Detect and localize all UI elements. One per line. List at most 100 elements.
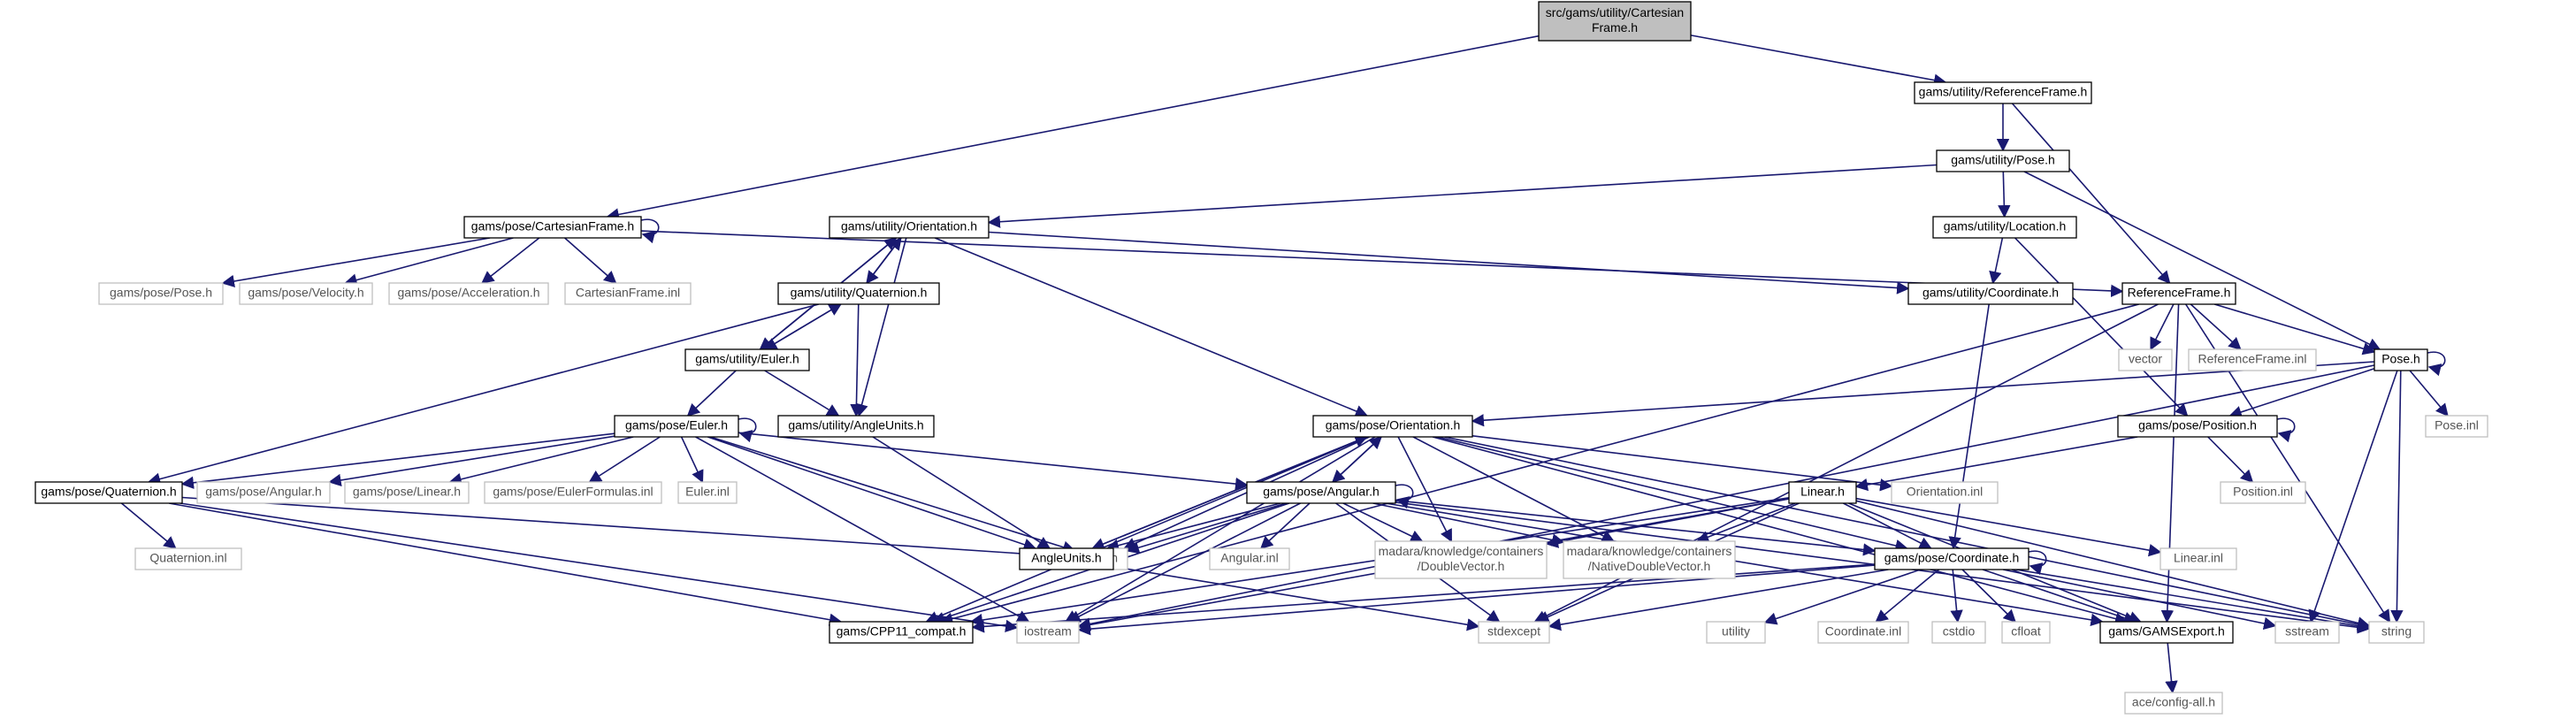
node-label: Orientation.inl xyxy=(1907,485,1983,499)
node-label: gams/utility/Pose.h xyxy=(1951,153,2055,167)
edge-pose_h-to-pose_h xyxy=(2427,351,2446,377)
node-cartframe_inl[interactable]: CartesianFrame.inl xyxy=(564,282,692,305)
edge-util_orient-to-util_coord xyxy=(988,231,1910,294)
edge-pose_cartframe-to-pose_cartframe xyxy=(640,218,660,244)
node-pose_position[interactable]: gams/pose/Position.h xyxy=(2117,415,2278,438)
node-pose_velocity[interactable]: gams/pose/Velocity.h xyxy=(239,282,373,305)
node-nativedoublevector[interactable]: madara/knowledge/containers/NativeDouble… xyxy=(1563,540,1736,579)
node-label: Linear.inl xyxy=(2174,551,2223,565)
node-cpp11[interactable]: gams/CPP11_compat.h xyxy=(829,621,974,644)
node-box xyxy=(777,415,935,438)
node-pose_angular[interactable]: gams/pose/Angular.h xyxy=(1246,481,1396,504)
edge-util_location-to-pose_position xyxy=(2014,237,2189,417)
node-label: ReferenceFrame.h xyxy=(2128,286,2231,300)
node-angular_inl[interactable]: Angular.inl xyxy=(1209,547,1290,570)
edge-pose_euler-to-pose_quat xyxy=(180,432,615,489)
node-label: gams/pose/Quaternion.h xyxy=(41,485,176,499)
node-util_refframe[interactable]: gams/utility/ReferenceFrame.h xyxy=(1914,81,2092,104)
node-coord_inl[interactable]: Coordinate.inl xyxy=(1817,621,1909,644)
edge-pose_coord-to-utility xyxy=(1763,569,1921,625)
edge-pose_angular-to-angular_inl xyxy=(1259,502,1311,549)
node-sstream[interactable]: sstream xyxy=(2274,621,2340,644)
node-orient_inl[interactable]: Orientation.inl xyxy=(1891,481,1999,504)
node-box xyxy=(1874,547,2029,570)
node-box xyxy=(1706,621,1766,644)
node-util_quat[interactable]: gams/utility/Quaternion.h xyxy=(777,282,940,305)
node-refframe_inl[interactable]: ReferenceFrame.inl xyxy=(2188,348,2317,371)
edge-pose_coord-to-cfloat xyxy=(1961,569,2016,623)
edge-pose_position-to-position_inl xyxy=(2207,436,2254,484)
node-pose_orient[interactable]: gams/pose/Orientation.h xyxy=(1312,415,1473,438)
node-box xyxy=(34,481,183,504)
node-box xyxy=(1563,540,1736,579)
node-box xyxy=(1817,621,1909,644)
node-iostream[interactable]: iostream xyxy=(1016,621,1080,644)
node-pose_euler[interactable]: gams/pose/Euler.h xyxy=(614,415,739,438)
edge-pose_angular-to-pose_coord xyxy=(1395,500,1877,556)
node-stdexcept[interactable]: stdexcept xyxy=(1478,621,1550,644)
node-label: Position.inl xyxy=(2233,485,2293,499)
node-pose_inl[interactable]: Pose.inl xyxy=(2425,415,2488,438)
node-pose_quat[interactable]: gams/pose/Quaternion.h xyxy=(34,481,183,504)
node-box xyxy=(2124,692,2223,715)
node-pose_accel[interactable]: gams/pose/Acceleration.h xyxy=(388,282,549,305)
edge-pose_angular-to-pose_orient xyxy=(1332,436,1383,483)
node-label: Quaternion.inl xyxy=(149,551,226,565)
node-cfloat[interactable]: cfloat xyxy=(2001,621,2051,644)
node-linear_h[interactable]: Linear.h xyxy=(1788,481,1857,504)
node-label: gams/utility/Quaternion.h xyxy=(791,286,928,300)
node-label: gams/utility/Orientation.h xyxy=(841,219,977,233)
node-position_inl[interactable]: Position.inl xyxy=(2220,481,2306,504)
node-linear_inl[interactable]: Linear.inl xyxy=(2159,547,2237,570)
node-pose_cartframe[interactable]: gams/pose/CartesianFrame.h xyxy=(463,216,642,239)
edge-pose_coord-to-sstream xyxy=(2002,569,2277,631)
node-util_angleunits[interactable]: gams/utility/AngleUnits.h xyxy=(777,415,935,438)
node-label: Frame.h xyxy=(1592,20,1638,34)
edge-pose_coord-to-cstdio xyxy=(1950,569,1963,623)
node-pose_coord[interactable]: gams/pose/Coordinate.h xyxy=(1874,547,2029,570)
node-cstdio[interactable]: cstdio xyxy=(1931,621,1986,644)
edge-pose_orient-to-doublevector xyxy=(1397,436,1453,543)
node-util_euler[interactable]: gams/utility/Euler.h xyxy=(684,348,810,371)
node-utility[interactable]: utility xyxy=(1706,621,1766,644)
edge-pose_euler-to-angleunits_h xyxy=(707,436,1037,551)
node-string[interactable]: string xyxy=(2368,621,2425,644)
node-util_pose[interactable]: gams/utility/Pose.h xyxy=(1936,149,2070,172)
edge-pose_angular-to-nativedoublevector xyxy=(1372,502,1565,547)
node-util_location[interactable]: gams/utility/Location.h xyxy=(1932,216,2077,239)
node-label: gams/utility/AngleUnits.h xyxy=(788,418,923,432)
edge-pose_quat-to-quat_inl xyxy=(120,502,177,549)
node-box xyxy=(2118,348,2173,371)
node-label: vector xyxy=(2129,352,2162,366)
edge-pose_angular-to-doublevector xyxy=(1342,502,1424,542)
node-refframe_h[interactable]: ReferenceFrame.h xyxy=(2121,282,2236,305)
node-doublevector[interactable]: madara/knowledge/containers/DoubleVector… xyxy=(1374,540,1548,579)
node-label: gams/utility/Location.h xyxy=(1944,219,2067,233)
node-angleunits_h[interactable]: AngleUnits.h xyxy=(1019,547,1114,570)
node-pose_pose_ext[interactable]: gams/pose/Pose.h xyxy=(98,282,224,305)
edge-refframe_h-to-refframe_inl xyxy=(2190,303,2242,350)
node-util_coord[interactable]: gams/utility/Coordinate.h xyxy=(1907,282,2074,305)
node-box xyxy=(463,216,642,239)
node-pose_h[interactable]: Pose.h xyxy=(2373,348,2428,371)
node-pose_eulerformulas[interactable]: gams/pose/EulerFormulas.inl xyxy=(484,481,662,504)
node-label: gams/pose/Pose.h xyxy=(110,286,212,300)
edge-angleunits_h-to-pose_orient xyxy=(1092,435,1368,549)
node-euler_inl[interactable]: Euler.inl xyxy=(677,481,738,504)
node-vector[interactable]: vector xyxy=(2118,348,2173,371)
node-pose_linear_ext[interactable]: gams/pose/Linear.h xyxy=(344,481,470,504)
node-gamsexport[interactable]: gams/GAMSExport.h xyxy=(2099,621,2234,644)
edge-pose_angular-to-pose_angular xyxy=(1395,484,1414,509)
node-label: gams/pose/Position.h xyxy=(2138,418,2257,432)
node-ace_config[interactable]: ace/config-all.h xyxy=(2124,692,2223,715)
node-util_orient[interactable]: gams/utility/Orientation.h xyxy=(829,216,990,239)
node-pose_angular_ext[interactable]: gams/pose/Angular.h xyxy=(196,481,331,504)
edge-pose_orient-to-cpp11 xyxy=(925,436,1368,623)
node-box xyxy=(1016,621,1080,644)
node-box xyxy=(1538,1,1692,42)
edge-pose_cartframe-to-pose_pose_ext xyxy=(221,237,491,288)
node-box xyxy=(2121,282,2236,305)
node-root[interactable]: src/gams/utility/CartesianFrame.h xyxy=(1538,1,1692,42)
edge-pose_h-to-pose_position xyxy=(2228,368,2375,418)
node-quat_inl[interactable]: Quaternion.inl xyxy=(134,547,242,570)
